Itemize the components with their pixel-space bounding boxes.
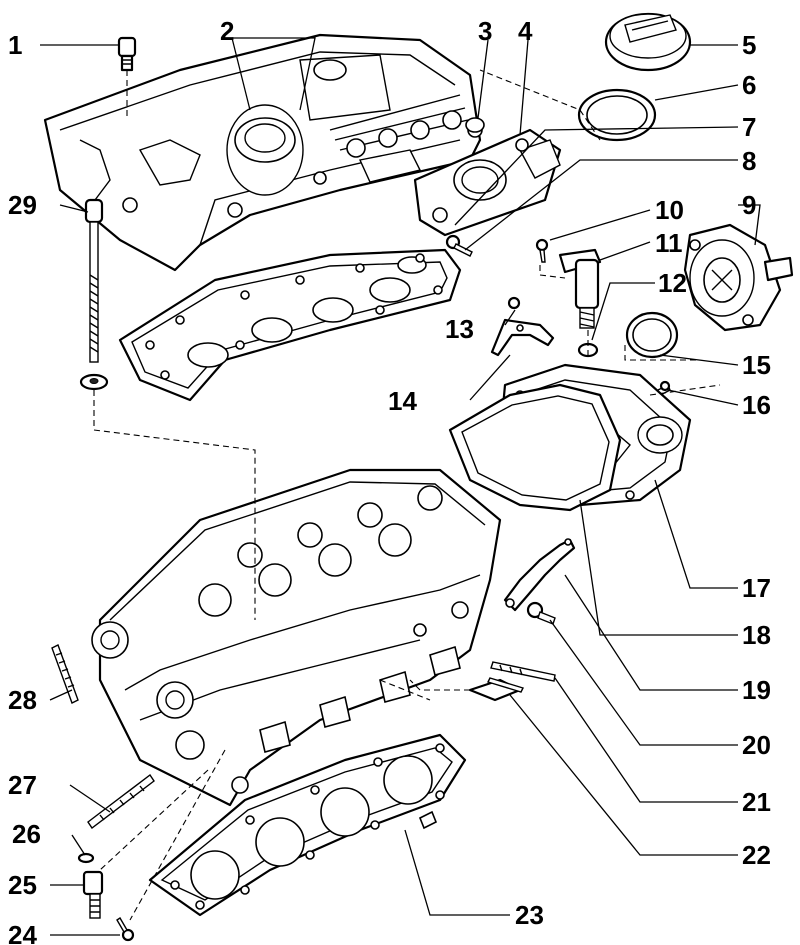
- leader-lines: [40, 37, 761, 936]
- callout-10: 10: [655, 195, 684, 225]
- plate-part-22: [468, 677, 524, 702]
- callout-17: 17: [742, 573, 771, 603]
- callout-13: 13: [445, 314, 474, 344]
- clip-part-19: [503, 538, 576, 612]
- housing-gasket-part-18: [448, 383, 622, 512]
- callout-14: 14: [388, 386, 417, 416]
- callout-27: 27: [8, 770, 37, 800]
- callout-18: 18: [742, 620, 771, 650]
- callout-12: 12: [658, 268, 687, 298]
- bracket-part-14: [490, 296, 555, 357]
- callout-7: 7: [742, 112, 756, 142]
- pump-seal-part-15: [625, 311, 679, 359]
- stud-part-21: [490, 661, 556, 682]
- callout-6: 6: [742, 70, 756, 100]
- oil-filler-cap-part-5: [604, 12, 692, 72]
- cap-seal-part-6: [577, 88, 657, 142]
- stud-part-28: [51, 644, 79, 704]
- callout-5: 5: [742, 30, 756, 60]
- assembly-lines: [93, 69, 721, 921]
- callout-15: 15: [742, 350, 771, 380]
- bolt-part-8: [445, 234, 473, 257]
- vacuum-pump-part-9: [683, 223, 794, 332]
- callout-28: 28: [8, 685, 37, 715]
- head-bolt-part-29: [79, 198, 109, 391]
- callout-8: 8: [742, 146, 756, 176]
- sensor-part-25: [82, 870, 104, 919]
- stud-part-27: [87, 773, 155, 830]
- callout-9: 9: [742, 190, 756, 220]
- cylinder-head-gasket-part-23: [148, 733, 467, 917]
- callout-21: 21: [742, 787, 771, 817]
- valve-cover-gasket: [118, 248, 462, 402]
- callout-22: 22: [742, 840, 771, 870]
- callout-11: 11: [655, 228, 683, 258]
- bolt-part-24: [116, 917, 135, 942]
- callout-24: 24: [8, 920, 37, 945]
- cylinder-head: [91, 468, 502, 807]
- callout-23: 23: [515, 900, 544, 930]
- callout-25: 25: [8, 870, 37, 900]
- callout-2: 2: [220, 16, 234, 46]
- callout-19: 19: [742, 675, 771, 705]
- callout-20: 20: [742, 730, 771, 760]
- plug-part-1: [117, 36, 137, 72]
- callout-26: 26: [12, 819, 41, 849]
- callout-numbers: 1 2 3 4 5 6 7 8 9 10 11 12 13 14 15 16 1…: [8, 16, 771, 945]
- callout-3: 3: [478, 16, 492, 46]
- callout-29: 29: [8, 190, 37, 220]
- callout-16: 16: [742, 390, 771, 420]
- cover-plate-part-4: [358, 117, 562, 237]
- callout-4: 4: [518, 16, 533, 46]
- callout-1: 1: [8, 30, 22, 60]
- cylinder-head-cover: [43, 33, 483, 272]
- washer-part-26: [77, 852, 95, 864]
